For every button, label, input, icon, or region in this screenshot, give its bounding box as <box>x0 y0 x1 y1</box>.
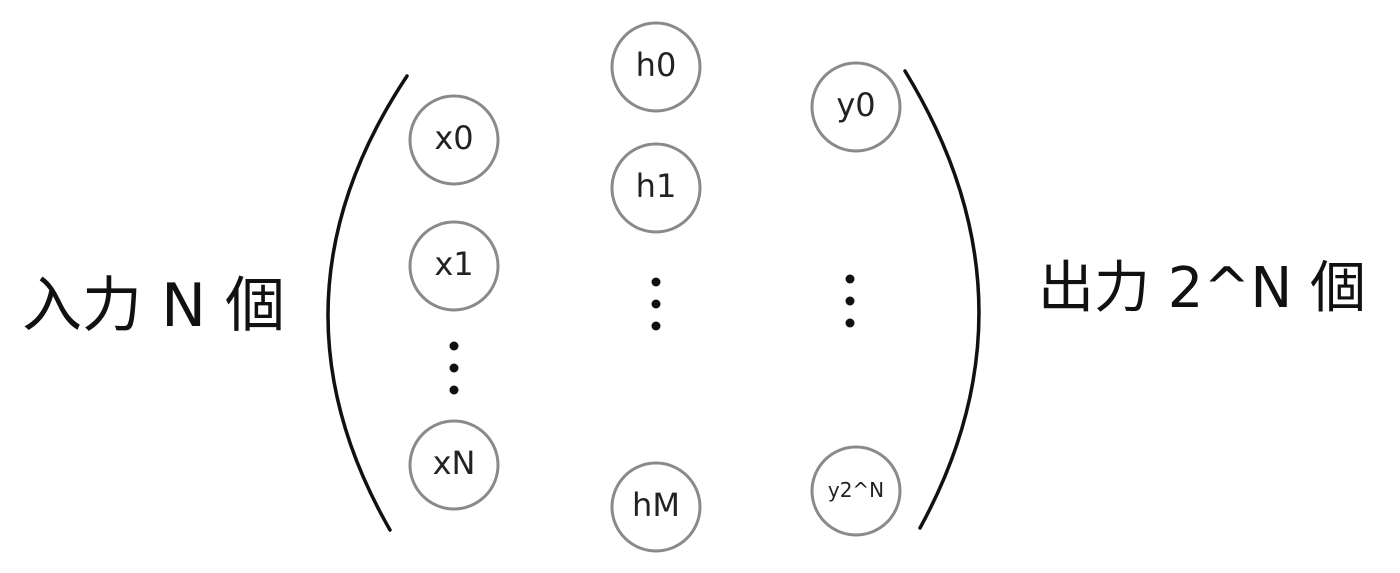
hidden-node-label: hM <box>632 486 680 524</box>
hidden-node-h1: h1 <box>610 142 702 234</box>
hidden-node-h0: h0 <box>610 21 702 113</box>
input-node-x0: x0 <box>408 94 500 186</box>
right-parenthesis <box>903 69 981 530</box>
left-parenthesis <box>326 74 409 532</box>
hidden-node-label: h0 <box>636 46 677 84</box>
output-node-label: y0 <box>836 86 875 124</box>
input-node-xN: xN <box>408 419 500 511</box>
output-node-label: y2^N <box>828 478 884 502</box>
input-node-label: xN <box>433 444 476 482</box>
input-ellipsis <box>449 341 459 395</box>
output-ellipsis <box>845 274 855 328</box>
input-node-label: x0 <box>434 119 473 157</box>
input-node-label: x1 <box>434 245 473 283</box>
hidden-node-label: h1 <box>636 167 677 205</box>
hidden-ellipsis <box>651 277 661 331</box>
output-node-y0: y0 <box>810 61 902 153</box>
input-node-x1: x1 <box>408 220 500 312</box>
output-node-y2N: y2^N <box>810 445 902 537</box>
hidden-node-hM: hM <box>610 461 702 553</box>
input-count-label: 入力 N 個 <box>22 271 285 341</box>
output-count-label: 出力 2^N 個 <box>1038 256 1366 321</box>
